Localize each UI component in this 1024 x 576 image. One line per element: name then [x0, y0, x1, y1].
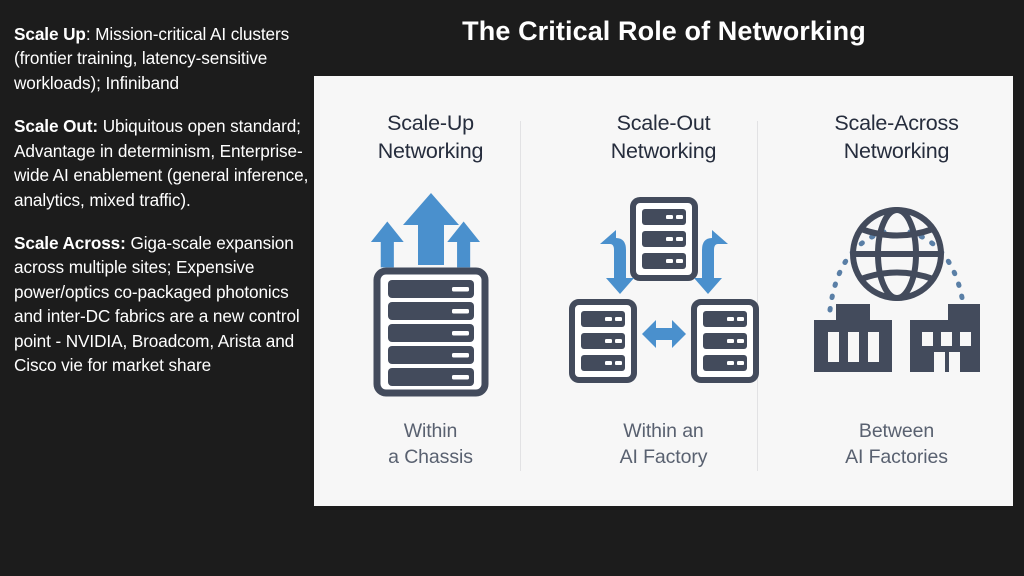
- chassis-slot: [387, 346, 474, 365]
- column-art-scale-up: [314, 165, 547, 419]
- server-node-bottom-left: [572, 302, 634, 380]
- chassis-slot: [387, 280, 474, 299]
- note-body-scale-up: : Mission-critical AI clusters (frontier…: [14, 24, 290, 93]
- three-servers-with-arrows-icon: [564, 192, 764, 392]
- column-heading-scale-out: Scale-Out Networking: [610, 111, 717, 163]
- building-right-icon: [909, 304, 980, 373]
- note-paragraph-scale-up: Scale Up: Mission-critical AI clusters (…: [14, 22, 310, 95]
- chassis-slot-group: [387, 280, 474, 387]
- double-arrow-horizontal: [641, 320, 686, 349]
- note-lead-scale-up: Scale Up: [14, 24, 86, 44]
- column-scale-out: Scale-Out Networking: [547, 76, 780, 506]
- column-scale-up: Scale-Up Networking: [314, 76, 547, 506]
- notes-panel: Scale Up: Mission-critical AI clusters (…: [14, 22, 310, 377]
- column-caption-scale-up: Within a Chassis: [388, 420, 473, 468]
- note-body-scale-across: Giga-scale expansion across multiple sit…: [14, 232, 300, 376]
- chassis-slot: [387, 302, 474, 321]
- note-lead-scale-out: Scale Out:: [14, 116, 99, 137]
- column-caption-scale-across: Between AI Factories: [845, 420, 948, 468]
- column-scale-across: Scale-Across Networking: [780, 76, 1013, 506]
- column-divider-1: [520, 121, 521, 471]
- curved-arrow-left: [599, 230, 634, 295]
- column-heading-scale-across: Scale-Across Networking: [834, 111, 959, 163]
- up-arrow-center: [402, 193, 459, 266]
- up-arrow-group: [370, 193, 480, 268]
- chassis-slot: [387, 368, 474, 387]
- server-node-top: [633, 200, 695, 278]
- column-caption-scale-out: Within an AI Factory: [619, 420, 708, 468]
- note-paragraph-scale-across: Scale Across: Giga-scale expansion acros…: [14, 231, 310, 378]
- globe-icon: [849, 207, 944, 302]
- note-paragraph-scale-out: Scale Out: Ubiquitous open standard; Adv…: [14, 114, 310, 212]
- column-art-scale-out: [547, 165, 780, 419]
- column-divider-2: [757, 121, 758, 471]
- note-body-scale-out: Ubiquitous open standard; Advantage in d…: [14, 116, 309, 210]
- building-left-icon: [813, 304, 892, 373]
- diagram-panel: Scale-Up Networking: [314, 76, 1013, 506]
- chassis-slot: [387, 324, 474, 343]
- chassis-with-up-arrows-icon: [370, 193, 488, 397]
- note-lead-scale-across: Scale Across:: [14, 232, 126, 253]
- globe-with-two-buildings-icon: [813, 207, 980, 373]
- up-arrow-left: [370, 221, 404, 268]
- server-node-bottom-right: [694, 302, 756, 380]
- column-heading-scale-up: Scale-Up Networking: [377, 111, 484, 163]
- column-art-scale-across: [780, 165, 1013, 419]
- up-arrow-right: [446, 221, 480, 268]
- slide-title: The Critical Role of Networking: [462, 16, 866, 46]
- curved-arrow-right: [693, 230, 728, 295]
